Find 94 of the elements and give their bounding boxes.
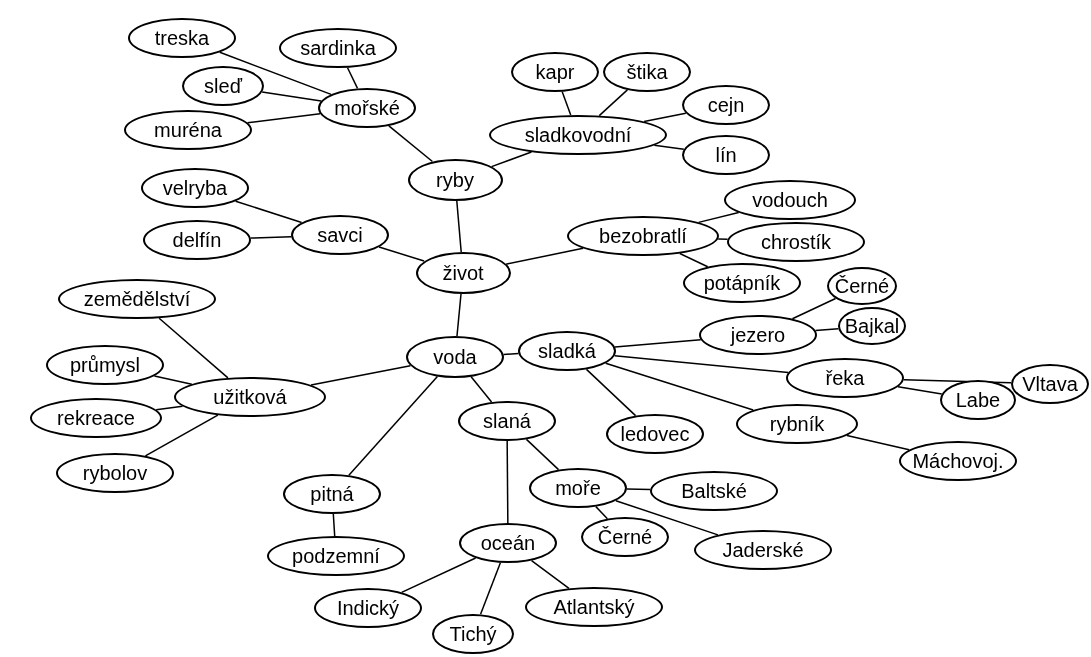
topic-label: Vltava bbox=[1022, 374, 1078, 394]
connector-line bbox=[479, 562, 502, 616]
connector-line bbox=[717, 238, 729, 241]
connector-line bbox=[153, 375, 193, 385]
topic-label: chrostík bbox=[761, 232, 831, 252]
topic-label: průmysl bbox=[70, 355, 140, 375]
connector-line bbox=[155, 405, 184, 411]
topic-label: sladkovodní bbox=[524, 125, 632, 145]
topic-ellipse bbox=[407, 159, 503, 201]
topic-label: rekreace bbox=[57, 408, 135, 428]
connector-line bbox=[846, 434, 910, 451]
topic-label: rybník bbox=[769, 414, 825, 434]
topic-label: muréna bbox=[154, 120, 222, 140]
connector-line bbox=[643, 112, 687, 123]
connector-line bbox=[470, 376, 493, 403]
topic-ellipse bbox=[827, 267, 897, 305]
topic-ellipse bbox=[581, 517, 669, 557]
topic-label: treska bbox=[154, 28, 210, 48]
connector-line bbox=[456, 200, 462, 253]
topic-ellipse bbox=[174, 377, 326, 417]
connector-line bbox=[615, 499, 719, 536]
topic-label: ryby bbox=[436, 170, 474, 190]
topic-label: vodouch bbox=[752, 190, 828, 210]
topic-label: jezero bbox=[730, 325, 786, 345]
topic-label: kapr bbox=[535, 62, 575, 82]
connector-line bbox=[219, 51, 332, 96]
topic-label: cejn bbox=[707, 95, 745, 115]
topic-label: užitková bbox=[213, 387, 287, 407]
topic-label: zemědělství bbox=[83, 289, 191, 309]
topic-ellipse bbox=[141, 168, 249, 208]
topic-label: sladká bbox=[538, 341, 596, 361]
topic-label: oceán bbox=[480, 533, 536, 553]
topic-label: delfín bbox=[172, 230, 222, 250]
topic-label: velryba bbox=[162, 178, 228, 198]
topic-ellipse bbox=[182, 66, 264, 106]
topic-ellipse bbox=[415, 252, 511, 294]
topic-label: potápník bbox=[703, 273, 781, 293]
connector-line bbox=[525, 438, 560, 471]
topic-ellipse bbox=[406, 336, 504, 378]
topic-label: řeka bbox=[825, 368, 865, 388]
topic-label: sleď bbox=[204, 76, 242, 96]
topic-label: savci bbox=[317, 225, 363, 245]
connector-line bbox=[604, 362, 754, 411]
topic-label: Bajkal bbox=[844, 316, 900, 336]
connector-line bbox=[697, 211, 740, 224]
topic-label: slaná bbox=[483, 411, 531, 431]
topic-label: Černé bbox=[834, 276, 890, 296]
topic-label: Labe bbox=[955, 390, 1001, 410]
connector-line bbox=[897, 386, 943, 395]
topic-label: pitná bbox=[310, 484, 354, 504]
connector-line bbox=[626, 488, 651, 491]
topic-label: lín bbox=[715, 145, 737, 165]
topic-ellipse bbox=[518, 331, 616, 371]
topic-ellipse bbox=[529, 468, 627, 508]
connector-line bbox=[400, 557, 477, 594]
topic-label: ledovec bbox=[620, 424, 690, 444]
topic-label: moře bbox=[555, 478, 601, 498]
topic-ellipse bbox=[899, 441, 1017, 481]
connector-line bbox=[158, 317, 229, 379]
topic-label: život bbox=[442, 263, 484, 283]
topic-label: Baltské bbox=[681, 481, 747, 501]
topic-label: Černé bbox=[597, 527, 653, 547]
topic-label: Tichý bbox=[449, 624, 497, 644]
topic-label: sardinka bbox=[300, 38, 376, 58]
topic-ellipse bbox=[603, 52, 691, 92]
topic-ellipse bbox=[682, 85, 770, 125]
connector-line bbox=[585, 368, 637, 417]
connector-line bbox=[456, 293, 462, 337]
connector-line bbox=[502, 352, 520, 356]
topic-label: Indický bbox=[336, 598, 400, 618]
topic-ellipse bbox=[489, 115, 667, 155]
topic-ellipse bbox=[318, 88, 416, 128]
topic-label: Jaderské bbox=[722, 540, 804, 560]
connector-line bbox=[332, 513, 336, 537]
topic-label: mořské bbox=[334, 98, 400, 118]
topic-ellipse bbox=[940, 380, 1016, 420]
connector-line bbox=[506, 440, 509, 524]
topic-label: Atlantský bbox=[553, 597, 635, 617]
connector-line bbox=[250, 235, 292, 239]
connector-line bbox=[598, 89, 629, 117]
topic-label: bezobratlí bbox=[599, 226, 687, 246]
connector-line bbox=[234, 200, 303, 224]
topic-label: Máchovoj. bbox=[912, 451, 1004, 471]
topic-ellipse bbox=[291, 215, 389, 255]
topic-label: štika bbox=[626, 62, 668, 82]
connector-line bbox=[595, 505, 609, 520]
topic-label: podzemní bbox=[292, 546, 380, 566]
connector-line bbox=[346, 67, 359, 90]
topic-ellipse bbox=[1011, 364, 1089, 404]
topic-label: rybolov bbox=[82, 463, 148, 483]
connector-line bbox=[561, 91, 572, 116]
topic-label: voda bbox=[433, 347, 477, 367]
connector-line bbox=[378, 246, 425, 262]
connector-line bbox=[348, 375, 439, 476]
